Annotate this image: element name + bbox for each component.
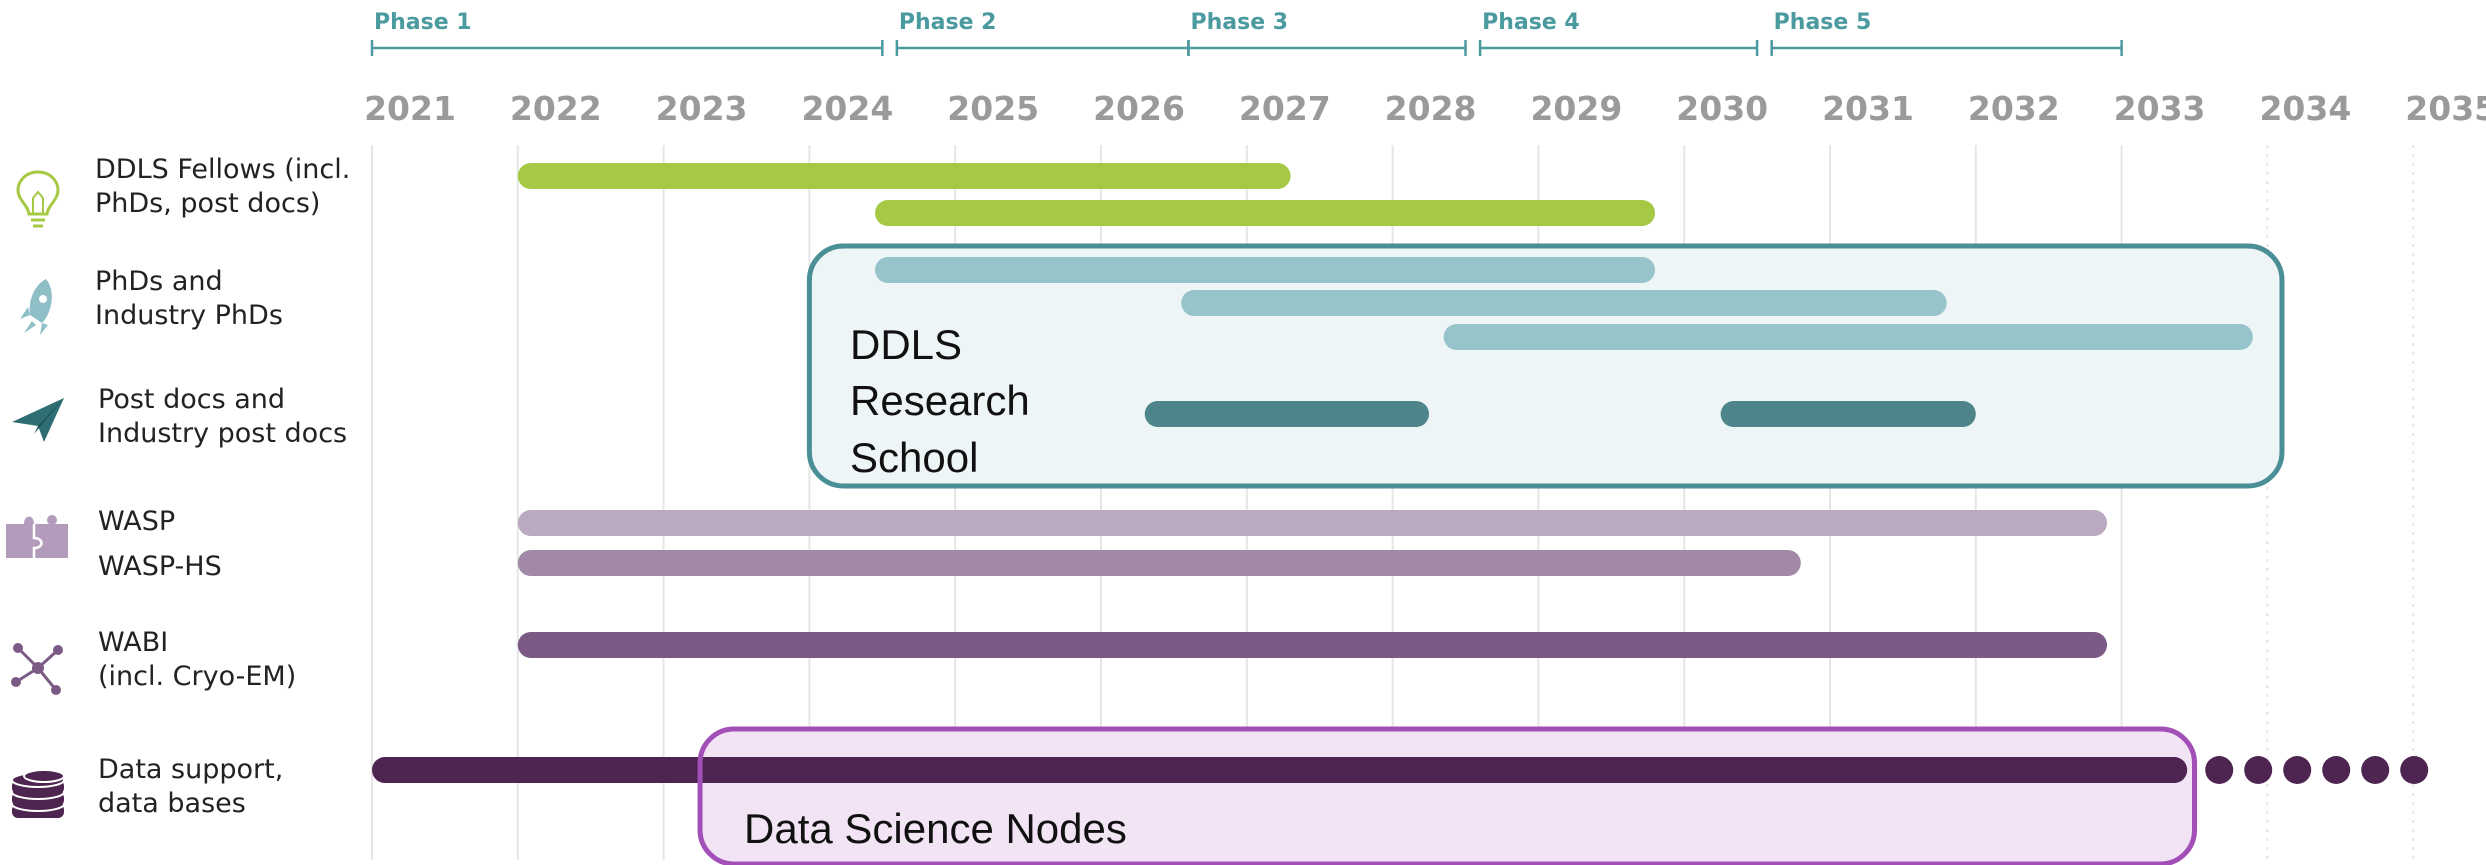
year-label: 2023 xyxy=(656,89,748,128)
phase-axis: Phase 1 Phase 2 Phase 3 Phase 4 Phase 5 xyxy=(370,10,2123,56)
phase-label: Phase 4 xyxy=(1482,10,1580,35)
continuation-dot xyxy=(2400,756,2429,784)
row-label-wabi: (incl. Cryo-EM) xyxy=(98,661,296,692)
bar-fellows xyxy=(517,163,1291,189)
row-label-wabi: WABI xyxy=(98,627,168,658)
bar-phds xyxy=(875,257,1656,283)
year-label: 2025 xyxy=(947,89,1039,128)
bar-wasp xyxy=(517,550,1801,576)
continuation-dot xyxy=(2283,756,2312,784)
year-label: 2028 xyxy=(1385,89,1477,128)
network-icon xyxy=(11,643,63,695)
row-labels: DDLS Fellows (incl.PhDs, post docs) PhDs … xyxy=(95,154,350,819)
annotation-box-outline xyxy=(697,726,2197,865)
row-label-phds: PhDs and xyxy=(95,266,223,297)
row-label-wasp: WASP xyxy=(98,506,175,537)
puzzle-icon xyxy=(6,515,68,558)
bar-phds xyxy=(1181,290,1947,316)
annotation-label: School xyxy=(850,434,978,481)
year-label: 2035 xyxy=(2405,89,2486,128)
phase-label: Phase 3 xyxy=(1190,10,1288,35)
phase-label: Phase 1 xyxy=(374,10,472,35)
bar-postdocs xyxy=(1144,401,1430,427)
row-label-wasp: WASP-HS xyxy=(98,551,222,582)
year-label: 2032 xyxy=(1968,89,2060,128)
annotation-label: DDLS xyxy=(850,321,962,368)
year-label: 2024 xyxy=(801,89,893,128)
bar-wasp xyxy=(517,510,2108,536)
bars xyxy=(372,163,2429,784)
year-label: 2021 xyxy=(364,89,456,128)
bar-wabi xyxy=(517,632,2108,658)
year-label: 2034 xyxy=(2259,89,2351,128)
year-label: 2030 xyxy=(1676,89,1768,128)
year-label: 2029 xyxy=(1530,89,1622,128)
continuation-dot xyxy=(2361,756,2390,784)
row-label-data: Data support, xyxy=(98,754,283,785)
year-axis: 2021 2022 2023 2024 2025 2026 2027 2028 2029 2030… xyxy=(364,89,2486,128)
continuation-dot xyxy=(2244,756,2273,784)
year-label: 2022 xyxy=(510,89,602,128)
row-label-postdocs: Post docs and xyxy=(98,384,285,415)
row-label-phds: Industry PhDs xyxy=(95,300,283,331)
row-icons xyxy=(6,170,68,818)
paper-plane-icon xyxy=(12,398,64,442)
row-label-data: data bases xyxy=(98,788,246,819)
bar-fellows xyxy=(875,200,1656,226)
database-icon xyxy=(11,769,65,818)
year-label: 2031 xyxy=(1822,89,1914,128)
row-label-postdocs: Industry post docs xyxy=(98,418,347,449)
annotation-label: Data Science Nodes xyxy=(744,805,1127,852)
phase-label: Phase 5 xyxy=(1774,10,1872,35)
lightbulb-icon xyxy=(16,170,60,228)
row-label-fellows: PhDs, post docs) xyxy=(95,188,320,219)
year-label: 2033 xyxy=(2114,89,2206,128)
continuation-dot xyxy=(2205,756,2234,784)
rocket-icon xyxy=(20,279,52,335)
row-label-fellows: DDLS Fellows (incl. xyxy=(95,154,350,185)
year-label: 2026 xyxy=(1093,89,1185,128)
annotation-box-outline xyxy=(806,243,2285,489)
annotation-label: Research xyxy=(850,377,1030,424)
year-label: 2027 xyxy=(1239,89,1331,128)
continuation-dot xyxy=(2322,756,2351,784)
bar-data xyxy=(372,757,2188,783)
bar-postdocs xyxy=(1720,401,1976,427)
bar-phds xyxy=(1443,324,2253,350)
phase-label: Phase 2 xyxy=(899,10,997,35)
